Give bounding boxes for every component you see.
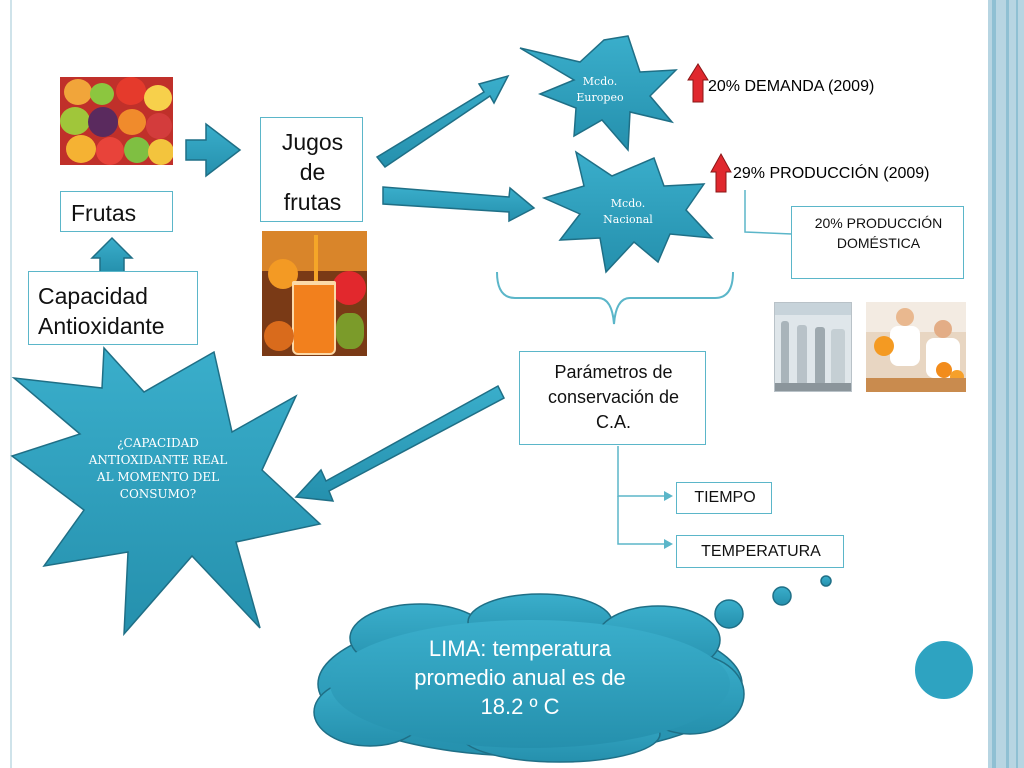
red-up-arrow-produccion (710, 152, 732, 193)
parametros-box: Parámetros de conservación de C.A. (519, 351, 706, 445)
mcdo-europeo-label: Mcdo. Europeo (576, 75, 624, 104)
kids-oranges-image (866, 302, 966, 392)
connector-temperatura-head (664, 539, 673, 549)
side-decoration-line (1006, 0, 1009, 768)
connector-produccion-domestica (744, 190, 793, 235)
connector-tiempo (617, 446, 664, 497)
decorative-circle (913, 639, 975, 701)
frutas-box: Frutas (60, 191, 173, 232)
arrow-to-mcdo-europeo (375, 74, 510, 169)
demanda-label: 20% DEMANDA (2009) (708, 78, 875, 95)
produccion-domestica-box: 20% PRODUCCIÓN DOMÉSTICA (791, 206, 964, 279)
capacidad-label: Capacidad Antioxidante (38, 283, 165, 339)
thought-dot (772, 586, 792, 606)
brace (496, 271, 734, 325)
plant-image (774, 302, 852, 392)
side-decoration-line (992, 0, 996, 768)
side-decoration-line (1016, 0, 1018, 768)
tiempo-box: TIEMPO (676, 482, 772, 514)
connector-temperatura (617, 496, 664, 545)
question-star (10, 346, 322, 637)
arrow-up-to-frutas (90, 236, 134, 273)
lima-label: LIMA: temperatura promedio anual es de 1… (414, 636, 626, 719)
temperatura-box: TEMPERATURA (676, 535, 844, 568)
capacidad-box: Capacidad Antioxidante (28, 271, 198, 345)
temperatura-label: TEMPERATURA (701, 543, 821, 560)
question-label: ¿CAPACIDAD ANTIOXIDANTE REAL AL MOMENTO … (88, 436, 228, 501)
mcdo-nacional-label: Mcdo. Nacional (603, 197, 653, 226)
arrow-to-jugos (185, 122, 242, 178)
produccion-domestica-label: 20% PRODUCCIÓN DOMÉSTICA (814, 215, 943, 251)
connector-tiempo-head (664, 491, 673, 501)
arrow-to-mcdo-nacional (382, 186, 536, 223)
mcdo-europeo-star (519, 35, 678, 152)
thought-dot (714, 599, 744, 629)
left-border-line (10, 0, 12, 768)
fruits-image (60, 77, 173, 165)
mcdo-nacional-star (541, 150, 714, 274)
red-up-arrow-demanda (687, 63, 709, 103)
juice-image (262, 231, 367, 356)
produccion-label: 29% PRODUCCIÓN (2009) (733, 165, 930, 182)
arrow-to-question (294, 384, 505, 502)
thought-dot (820, 575, 832, 587)
jugos-box: Jugos de frutas (260, 117, 363, 222)
lima-cloud-core (330, 620, 730, 748)
jugos-label: Jugos de frutas (281, 129, 344, 215)
frutas-label: Frutas (71, 200, 137, 226)
tiempo-label: TIEMPO (694, 489, 756, 506)
parametros-label: Parámetros de conservación de C.A. (547, 362, 680, 432)
